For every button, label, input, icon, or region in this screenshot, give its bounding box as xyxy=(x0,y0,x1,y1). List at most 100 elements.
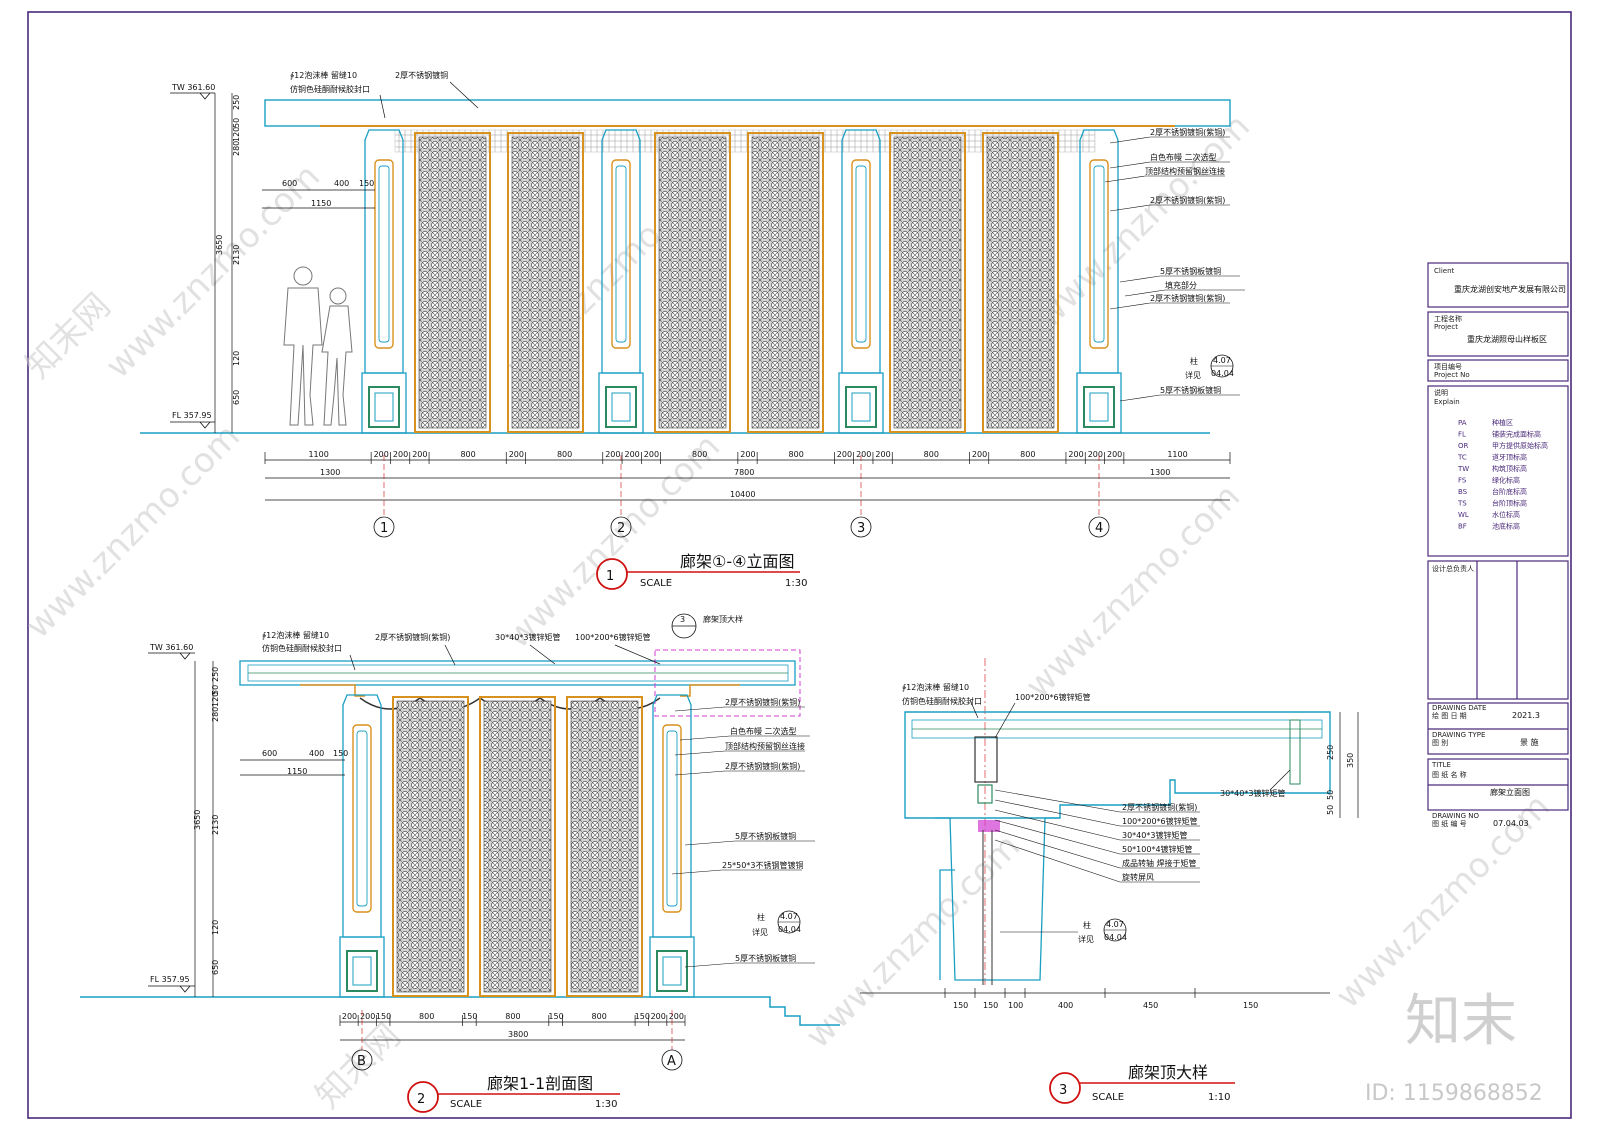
title-label-cn: 图 纸 名 称 xyxy=(1432,770,1467,779)
elev-vdim: 50 xyxy=(232,118,241,128)
sect-vdim: 50 xyxy=(211,685,220,695)
det-hdim: 450 xyxy=(1143,1001,1158,1010)
det-hdim: 400 xyxy=(1058,1001,1073,1010)
legend-code: TC xyxy=(1457,454,1467,462)
grid-bubble xyxy=(373,516,395,538)
scale-value: 1:30 xyxy=(785,578,807,589)
note: 顶部结构预留钢丝连接 xyxy=(1145,166,1225,176)
dim-1150: 1150 xyxy=(311,199,331,208)
watermark-site: www.znzmo.com xyxy=(798,826,1028,1056)
grid-label: A xyxy=(667,1054,676,1069)
scale-value: 1:10 xyxy=(1208,1092,1230,1103)
top-beam xyxy=(264,99,1231,127)
det-hdim: 150 xyxy=(983,1001,998,1010)
note: 白色布幔 二次选型 xyxy=(730,726,797,736)
sect-hdim: 200 xyxy=(651,1012,666,1021)
screen-panel xyxy=(654,132,731,433)
dim-600: 600 xyxy=(262,749,277,758)
watermark-brand: 知末网 xyxy=(18,286,118,386)
note-col-ref: 详见 xyxy=(1185,370,1201,380)
note: 2厚不锈钢镀铜(紫铜) xyxy=(1150,293,1225,303)
det-hdim: 100 xyxy=(1008,1001,1023,1010)
elev-hdim: 200 xyxy=(625,450,640,459)
column xyxy=(649,694,695,998)
sect-hdim: 200 xyxy=(360,1012,375,1021)
column xyxy=(339,694,385,998)
legend-code: BF xyxy=(1458,523,1467,531)
elev-vdim: 120 xyxy=(232,351,241,366)
drawing-date: 2021.3 xyxy=(1512,711,1540,720)
projno-label-en: Project No xyxy=(1434,371,1470,379)
dim-150: 150 xyxy=(359,179,374,188)
note: 成品转轴 焊接于矩管 xyxy=(1122,858,1197,868)
elev-hdim: 200 xyxy=(1068,450,1083,459)
sect-hdim: 150 xyxy=(635,1012,650,1021)
type-label-cn: 图 别 xyxy=(1432,738,1448,747)
elev-hdim: 200 xyxy=(740,450,755,459)
svg-text:FL 357.95: FL 357.95 xyxy=(150,975,190,984)
watermark-id: ID: 1159868852 xyxy=(1365,1081,1543,1106)
detail-title: 廊架顶大样 xyxy=(1128,1063,1208,1082)
fl-marker: FL 357.95 xyxy=(148,975,195,993)
elev-hdim: 200 xyxy=(856,450,871,459)
dim-1150: 1150 xyxy=(287,767,307,776)
no-label-cn: 图 纸 编 号 xyxy=(1432,819,1467,828)
elev-vdim: 3650 xyxy=(215,235,224,255)
screen-panel xyxy=(392,696,469,997)
sect-hdim: 800 xyxy=(592,1012,607,1021)
screen-panel xyxy=(566,696,643,997)
project-label: 工程名称 xyxy=(1434,314,1462,323)
note: 50*100*4镀锌矩管 xyxy=(1122,844,1193,854)
note-seal: ∲12泡沫棒 留缝10 xyxy=(902,682,969,692)
note-seal: ∲12泡沫棒 留缝10 xyxy=(262,630,329,640)
dim-3800: 3800 xyxy=(508,1030,528,1039)
sect-vdim: 3650 xyxy=(193,810,202,830)
ground-line xyxy=(80,996,840,1026)
grid-label: B xyxy=(357,1054,366,1069)
section-title: 廊架1-1剖面图 xyxy=(487,1074,593,1093)
column xyxy=(838,129,884,434)
ref-bot: 04.04 xyxy=(1211,369,1234,378)
ref-top: 4.07 xyxy=(1106,920,1124,929)
note-seal: ∲12泡沫棒 留缝10 xyxy=(290,70,357,80)
scale-figure-people xyxy=(283,266,353,426)
note: 2厚不锈钢镀铜(紫铜) xyxy=(725,761,800,771)
det-vdim: 250 xyxy=(1326,745,1335,760)
note-tube2: 100*200*6镀锌矩管 xyxy=(575,632,651,642)
watermark-site: www.znzmo.com xyxy=(1018,476,1248,706)
grid-label: 1 xyxy=(380,521,388,536)
leader xyxy=(1124,289,1166,297)
client-name: 重庆龙湖创安地产发展有限公司 xyxy=(1454,284,1566,294)
elev-hdim: 200 xyxy=(393,450,408,459)
grid-bubble xyxy=(610,516,632,538)
note-seal2: 仿铜色硅酮耐候胶封口 xyxy=(290,84,370,94)
legend-desc: 绿化标高 xyxy=(1492,476,1520,485)
elev-hdim: 200 xyxy=(837,450,852,459)
elev-vdim: 250 xyxy=(232,95,241,110)
screen-panel xyxy=(479,696,556,997)
projno-label: 项目编号 xyxy=(1434,362,1462,371)
elev-vdim: 120 xyxy=(232,127,241,142)
det-hdim: 150 xyxy=(1243,1001,1258,1010)
screen-panel xyxy=(507,132,584,433)
note-col: 柱 xyxy=(1083,920,1091,930)
legend-code: OR xyxy=(1458,442,1469,450)
note-col-ref: 详见 xyxy=(1078,934,1094,944)
note-seal2: 仿铜色硅酮耐候胶封口 xyxy=(902,696,982,706)
project-name: 重庆龙湖照母山样板区 xyxy=(1467,334,1547,344)
leader xyxy=(994,839,1121,883)
leader xyxy=(994,799,1121,827)
legend-code: FS xyxy=(1458,477,1467,485)
legend-desc: 甲方提供原始标高 xyxy=(1492,441,1548,450)
elev-vdim: 650 xyxy=(232,390,241,405)
note-steel-top: 2厚不锈钢镀铜 xyxy=(395,70,448,80)
detail-num: 3 xyxy=(680,615,685,624)
scale-label: SCALE xyxy=(1092,1092,1124,1103)
note-steel-top: 2厚不锈钢镀铜(紫铜) xyxy=(375,632,450,642)
grid-bubble xyxy=(351,1049,373,1071)
title-label: TITLE xyxy=(1431,761,1451,769)
column xyxy=(361,129,407,434)
detail-title: 廊架顶大样 xyxy=(703,614,743,624)
note: 顶部结构预留钢丝连接 xyxy=(725,741,805,751)
